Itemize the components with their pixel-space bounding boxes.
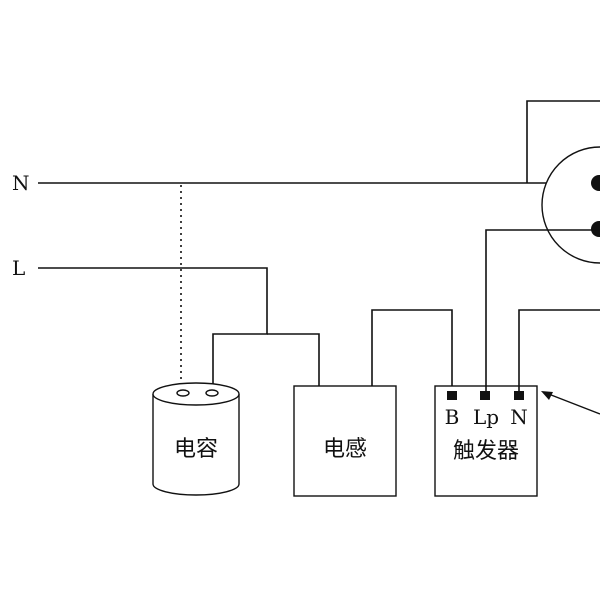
live-to-inductor-wire <box>267 333 320 386</box>
n-pin-wire <box>518 309 600 391</box>
trigger-label: 触发器 <box>453 439 519 464</box>
pointer-arrow-line <box>545 392 600 415</box>
capacitor: 电容 <box>152 382 240 496</box>
capacitor-terminal-2 <box>205 389 219 397</box>
inductor-box <box>293 385 397 497</box>
live-wire <box>38 267 268 391</box>
capacitor-body <box>152 394 240 496</box>
inductor: 电感 <box>293 385 397 497</box>
trigger-box <box>434 385 538 497</box>
capacitor-label: 电容 <box>174 437 218 462</box>
pointer-arrow-head <box>541 391 553 400</box>
capacitor-terminal-1 <box>176 389 190 397</box>
lamp-terminal-top <box>591 175 600 191</box>
lamp-to-lp-wire <box>485 229 600 391</box>
trigger-pin-b <box>447 391 457 400</box>
neutral-line-label: N <box>12 171 30 195</box>
inductor-to-b-wire <box>371 309 453 390</box>
trigger-pin-n <box>514 391 524 400</box>
inductor-label: 电感 <box>323 437 367 462</box>
trigger: B Lp N 触发器 <box>434 385 538 497</box>
lamp-circle <box>541 146 600 264</box>
capacitor-top <box>152 382 240 406</box>
trigger-pin-b-label: B <box>445 405 460 429</box>
trigger-pin-lp-label: Lp <box>473 405 499 429</box>
top-bracket-wire <box>526 100 600 183</box>
trigger-pin-lp <box>480 391 490 400</box>
trigger-pin-n-label: N <box>510 405 528 429</box>
live-line-label: L <box>12 256 25 280</box>
lamp-terminal-bottom <box>591 221 600 237</box>
